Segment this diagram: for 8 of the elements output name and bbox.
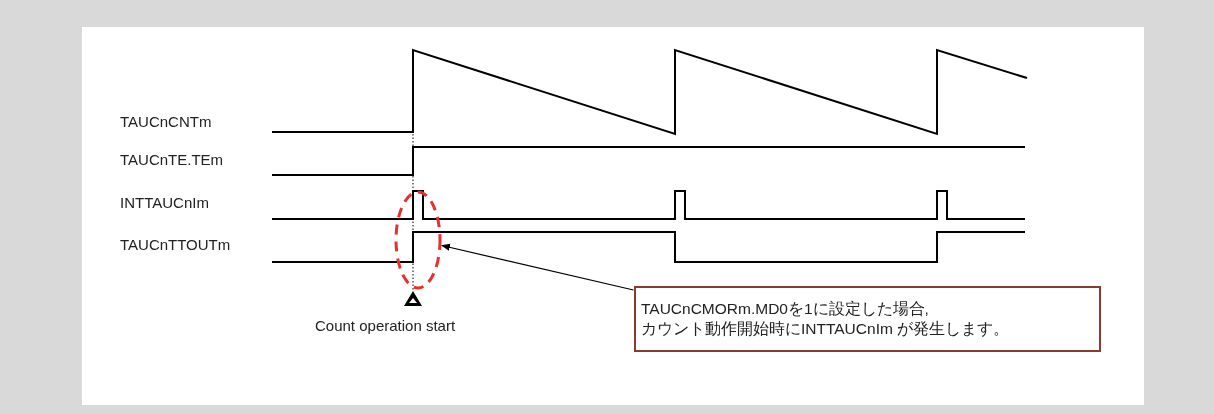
callout-box: TAUCnCMORm.MD0を1に設定した場合, カウント動作開始時にINTTAUCnIm が発生します。 [634,286,1101,352]
signal-label: TAUCnCNTm [120,113,212,131]
arrow [441,243,635,291]
dashed-ellipse [394,190,442,290]
caption-label: Count operation start [315,317,456,335]
signal-label: TAUCnTTOUTm [120,236,231,254]
signal-label: INTTAUCnIm [120,194,209,212]
signal-label: TAUCnTE.TEm [120,151,224,169]
